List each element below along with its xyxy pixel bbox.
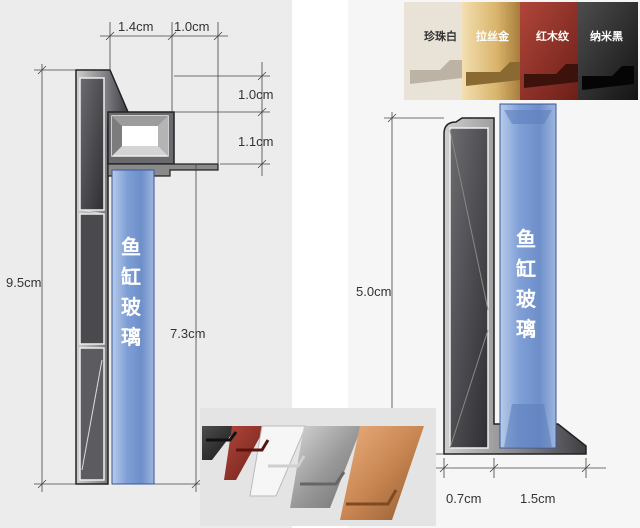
color-label-mahogany: 红木纹 (536, 29, 570, 43)
right-glass-char-1: 鱼 (516, 227, 536, 251)
color-label-nano-black: 纳米黑 (590, 29, 623, 43)
left-glass-char-3: 玻 (121, 295, 142, 319)
right-glass-char-2: 缸 (516, 257, 536, 281)
dim-top-width-1: 1.4cm (118, 19, 153, 34)
right-glass-char-3: 玻 (516, 287, 537, 311)
right-profile (443, 103, 587, 455)
dim-bottom-left: 0.7cm (446, 491, 481, 506)
color-label-pearl-white: 珍珠白 (424, 29, 457, 43)
left-glass-char-2: 缸 (121, 265, 141, 289)
left-glass-char-4: 璃 (121, 325, 141, 349)
left-glass-char-1: 鱼 (121, 235, 141, 259)
dim-top-width-2: 1.0cm (174, 19, 209, 34)
left-panel: 1.4cm 1.0cm 1.0cm 1.1cm 9.5cm 7.3cm 鱼 缸 … (0, 0, 292, 528)
color-label-brushed-gold: 拉丝金 (476, 29, 510, 43)
right-panel: 珍珠白 拉丝金 红木纹 纳米黑 (348, 0, 640, 528)
left-dimension-lines (34, 22, 270, 492)
dim-bottom-right: 1.5cm (520, 491, 555, 506)
left-glass-label: 鱼 缸 玻 璃 (121, 235, 142, 349)
dim-glass-height: 7.3cm (170, 326, 205, 341)
dim-right-height: 5.0cm (356, 284, 391, 299)
profile-samples-photo (200, 408, 436, 526)
dim-right-height-2: 1.1cm (238, 134, 273, 149)
dim-right-height-1: 1.0cm (238, 87, 273, 102)
right-glass-label: 鱼 缸 玻 璃 (516, 227, 537, 341)
dim-total-height: 9.5cm (6, 275, 41, 290)
left-profile (75, 69, 219, 485)
color-samples-photo: 珍珠白 拉丝金 红木纹 纳米黑 (404, 2, 638, 100)
right-glass-char-4: 璃 (516, 317, 536, 341)
